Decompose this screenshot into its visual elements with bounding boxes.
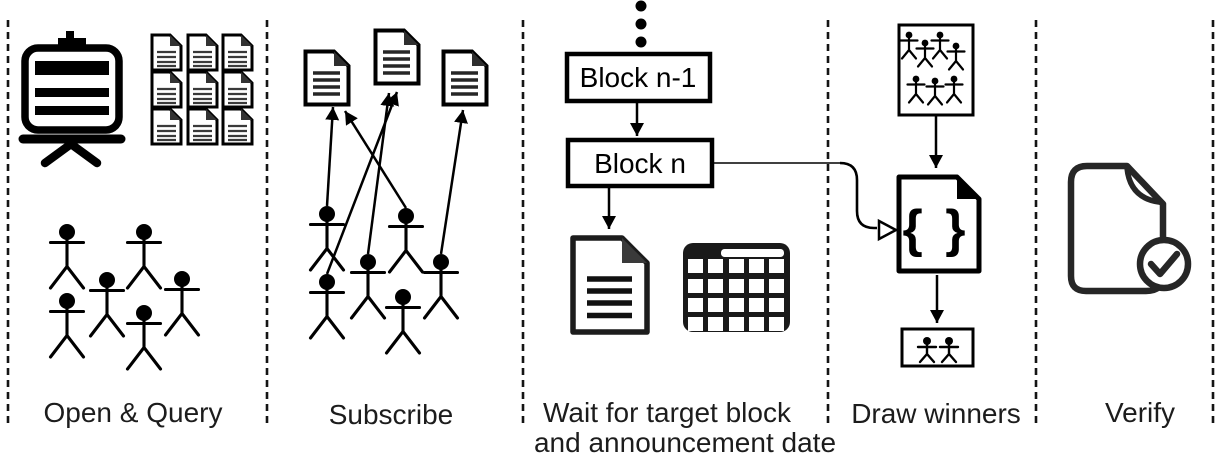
phase-subscribe: Subscribe <box>303 28 489 430</box>
document-icon <box>150 33 183 72</box>
winners-box-icon <box>900 327 975 368</box>
document-icon <box>221 70 254 109</box>
person-icon <box>384 287 422 355</box>
person-icon <box>48 222 86 290</box>
document-icon <box>186 70 219 109</box>
person-icon <box>422 252 460 320</box>
document-icon <box>221 33 254 72</box>
person-icon <box>88 270 126 338</box>
subscribe-arrow <box>325 91 399 275</box>
phase-draw-winners: { } Draw winners <box>851 23 1021 429</box>
documents-grid-icon <box>150 33 254 146</box>
block-prev-label: Block n-1 <box>580 62 697 93</box>
phase-open-query: Open & Query <box>18 31 254 428</box>
phase-label-draw-winners: Draw winners <box>851 398 1021 429</box>
document-icon <box>150 107 183 146</box>
person-icon <box>48 291 86 359</box>
document-icon <box>373 28 421 86</box>
phase-dividers <box>6 20 1215 428</box>
document-icon <box>186 33 219 72</box>
presentation-board-icon <box>18 31 126 168</box>
open-arrowhead-icon <box>877 218 899 242</box>
person-icon <box>308 204 346 272</box>
block-current-label: Block n <box>594 148 686 179</box>
document-icon <box>150 70 183 109</box>
crowd-icon <box>48 222 201 371</box>
phase-verify: Verify <box>1067 162 1192 428</box>
code-file-icon <box>896 174 982 274</box>
phase-wait-block: Block n-1 Block n Wait for target block … <box>534 0 836 458</box>
person-icon <box>125 222 163 290</box>
person-icon <box>349 252 387 320</box>
subscribe-arrow <box>343 110 408 209</box>
person-icon <box>387 206 425 274</box>
phase-label-open-query: Open & Query <box>44 397 223 428</box>
phase-label-verify: Verify <box>1105 397 1175 428</box>
subscription-arrows <box>325 91 468 275</box>
phase-label-wait-line1: Wait for target block <box>543 397 792 428</box>
calendar-icon <box>683 243 790 332</box>
document-icon <box>441 49 489 107</box>
block-prev-box <box>564 51 713 104</box>
phase-label-subscribe: Subscribe <box>329 399 454 430</box>
person-icon <box>163 269 201 337</box>
person-icon <box>125 303 163 371</box>
checkmark-icon <box>1147 250 1181 278</box>
subscribe-arrow <box>325 106 340 207</box>
document-icon <box>221 107 254 146</box>
phase-label-wait-line2: and announcement date <box>534 427 836 458</box>
code-braces-glyph: { } <box>903 200 970 258</box>
subscribe-arrow <box>366 92 395 255</box>
participants-box-icon <box>897 23 975 117</box>
document-icon <box>303 49 351 107</box>
block-to-code-connector <box>712 161 899 242</box>
person-icon <box>308 272 346 340</box>
crowd-icon <box>308 204 460 355</box>
document-icon <box>573 238 647 332</box>
check-circle-icon <box>1136 236 1192 292</box>
document-icon <box>186 107 219 146</box>
subscribe-arrow <box>439 109 468 255</box>
verified-document-icon <box>1067 162 1192 295</box>
ellipsis-dots-icon <box>635 0 647 48</box>
